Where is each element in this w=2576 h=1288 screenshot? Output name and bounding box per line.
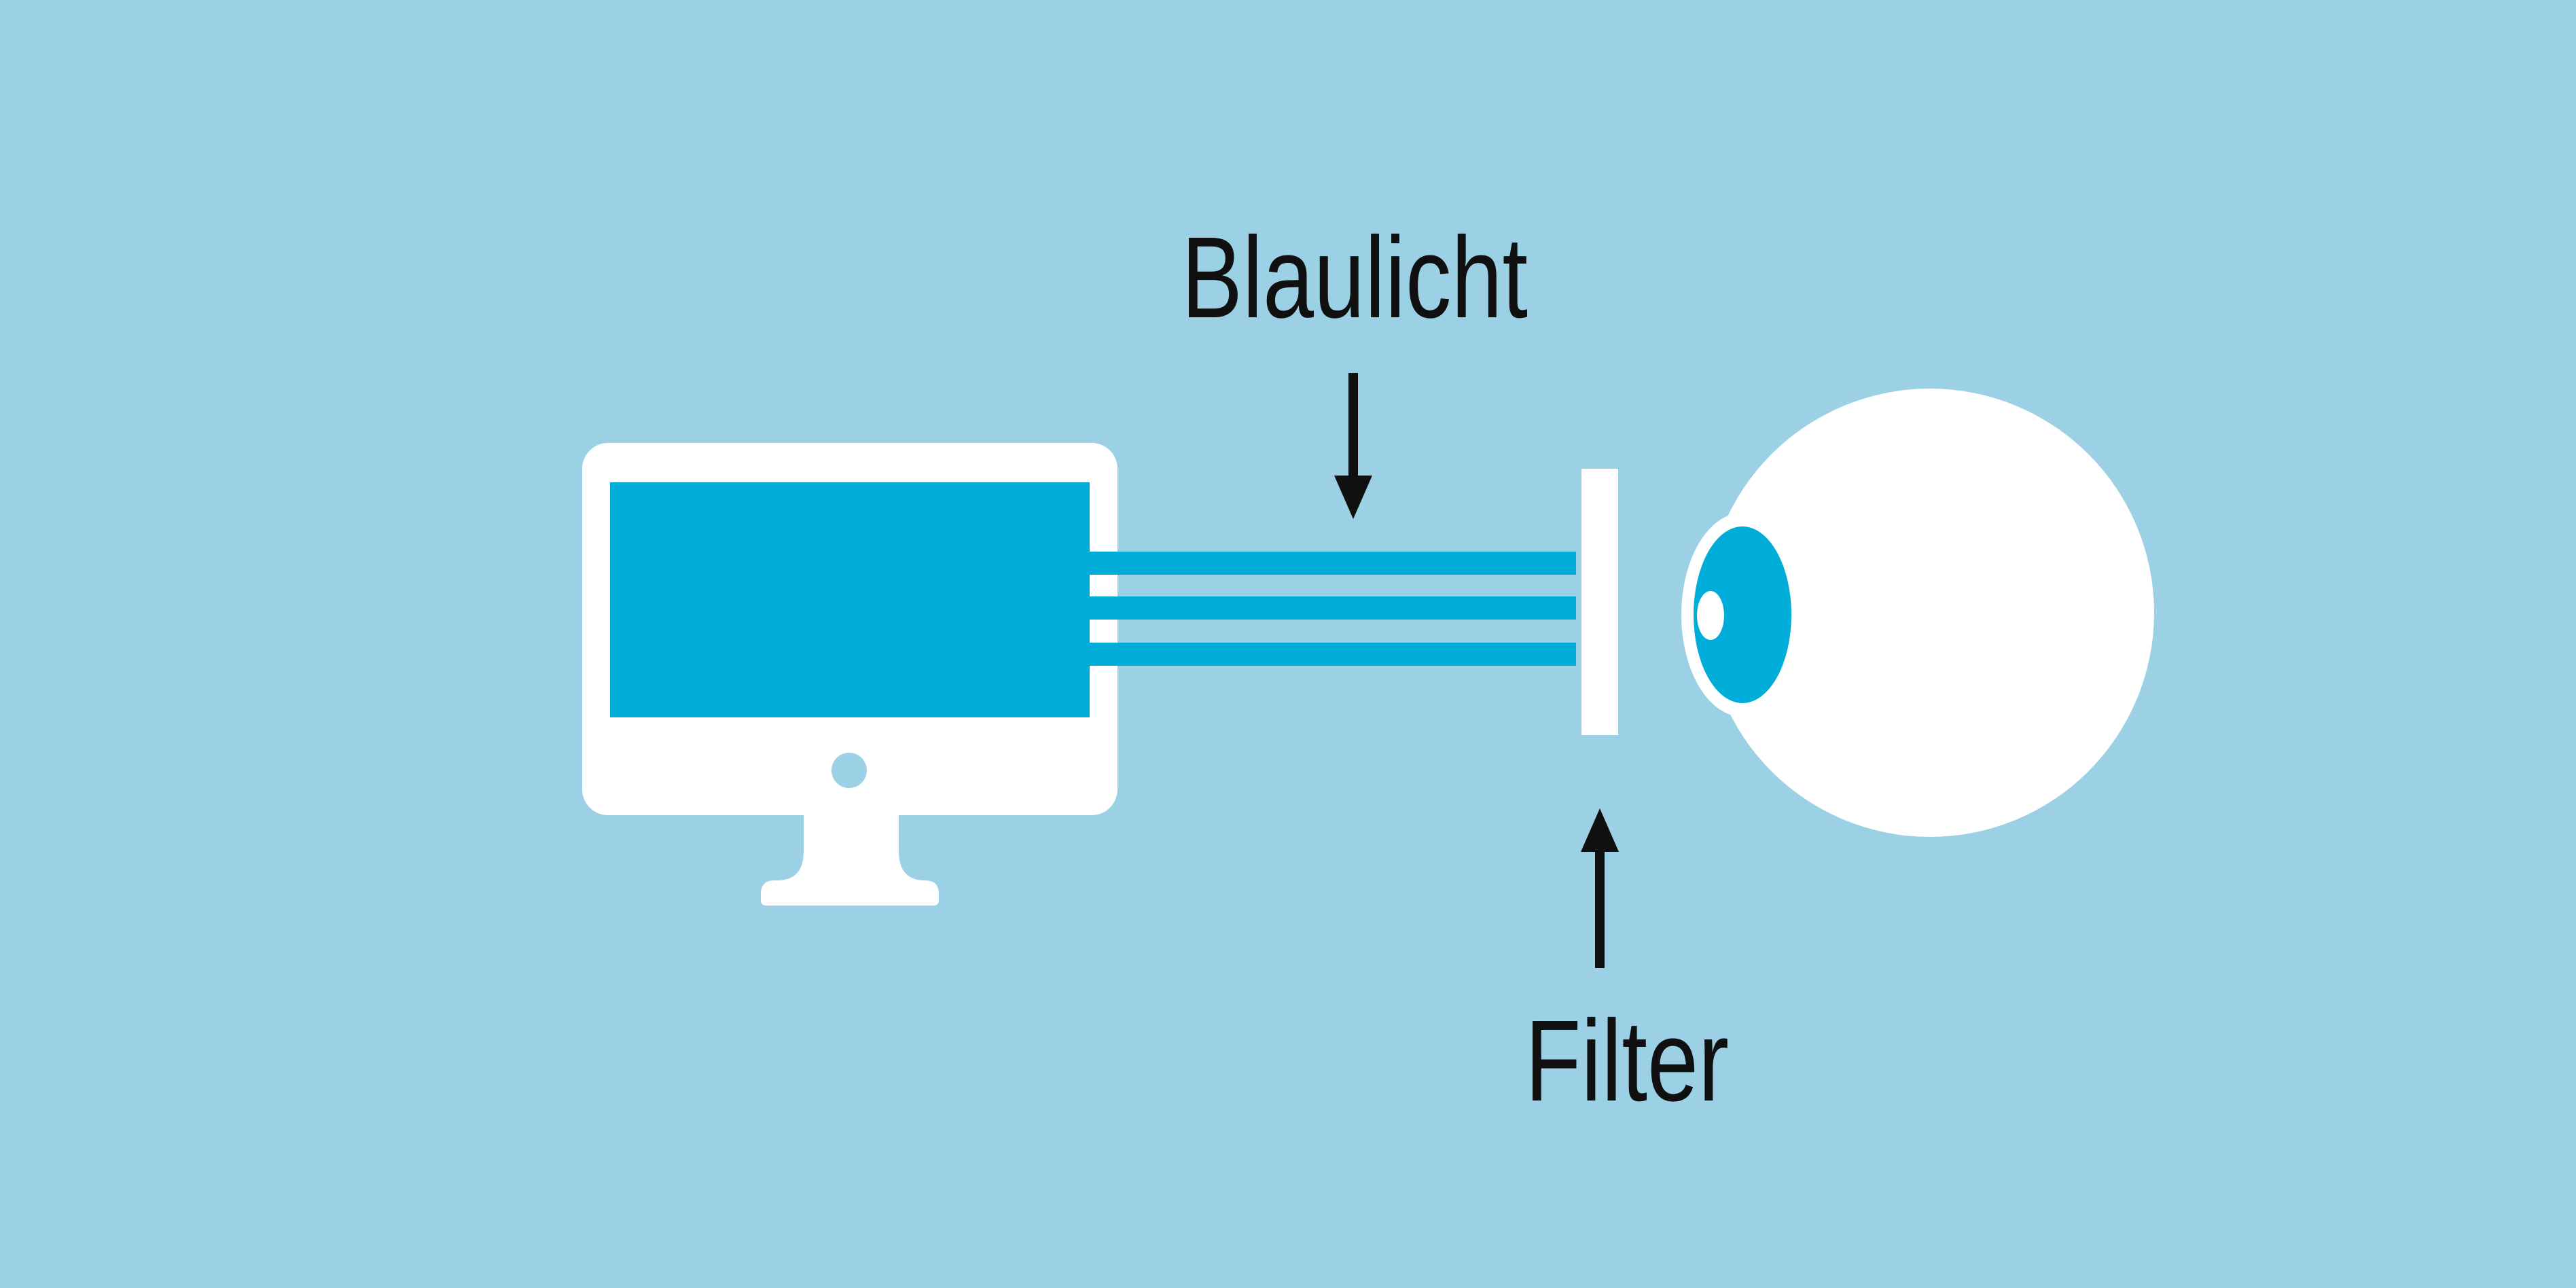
filter-annotation: Filter — [1525, 808, 1729, 1126]
monitor-chin-dot — [831, 753, 867, 788]
monitor-stand — [761, 814, 939, 906]
eye-iris — [1694, 526, 1791, 703]
blue-light-ray — [1087, 643, 1576, 666]
monitor-screen — [610, 482, 1090, 717]
blue-light-annotation: Blaulicht — [1181, 213, 1528, 519]
blue-light-rays — [1087, 552, 1576, 666]
arrow-down-icon — [1334, 373, 1372, 519]
filter-label: Filter — [1525, 997, 1729, 1126]
arrow-up-icon — [1581, 808, 1619, 968]
arrow-up-head — [1581, 808, 1619, 852]
eyeball — [1706, 389, 2154, 837]
eye-highlight — [1697, 591, 1724, 640]
blue-light-ray — [1087, 552, 1576, 575]
eye-icon — [1681, 389, 2154, 837]
blue-light-label: Blaulicht — [1181, 213, 1528, 342]
blue-light-ray — [1087, 596, 1576, 620]
filter-pane — [1581, 469, 1618, 735]
arrow-down-head — [1334, 476, 1372, 519]
monitor-icon — [582, 443, 1117, 906]
